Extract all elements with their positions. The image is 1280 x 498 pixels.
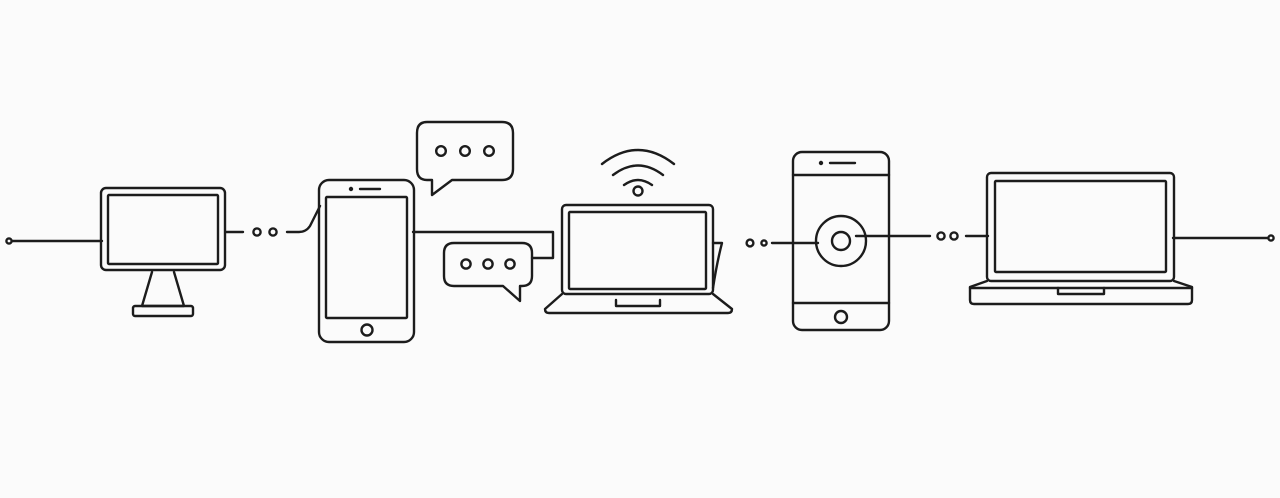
wifi-icon (600, 148, 676, 197)
connectors (5, 204, 1275, 290)
laptop-wifi-icon (543, 148, 734, 315)
chat-bubble-icon (442, 241, 534, 303)
desktop-monitor-icon (99, 186, 227, 318)
laptop-large-icon (968, 171, 1194, 306)
connector-left-edge (5, 237, 104, 245)
smartphone-target-icon (791, 150, 891, 332)
connector-monitor-to-phone (224, 204, 322, 237)
target-icon (814, 214, 868, 268)
connector-phone2-to-laptop2 (854, 231, 990, 241)
connector-right-edge (1171, 234, 1275, 242)
connector-phone-to-laptop (411, 230, 555, 260)
smartphone-icon (317, 178, 416, 344)
chat-bubble-icon (415, 120, 515, 197)
